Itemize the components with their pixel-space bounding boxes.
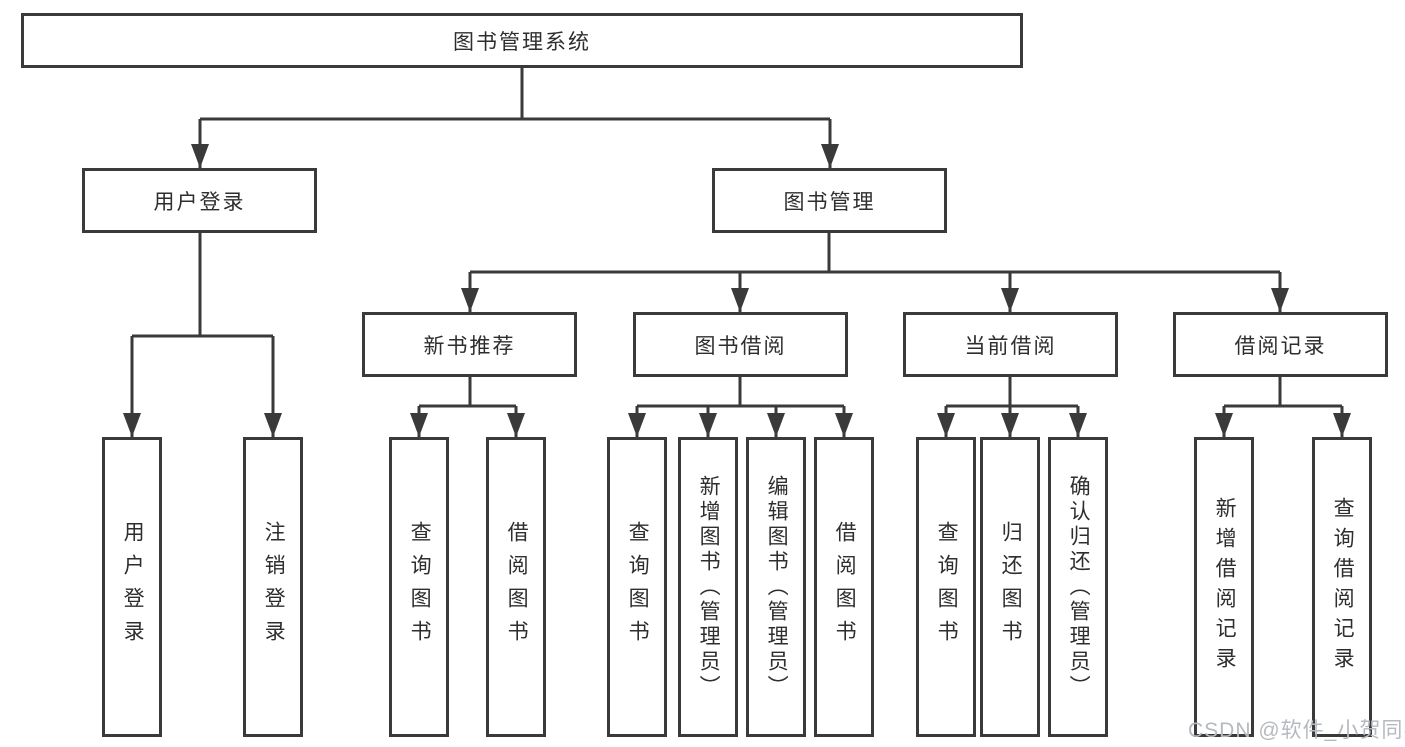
leaf-query-books-borrowing: 查询图书 — [607, 437, 667, 737]
leaf-return-book: 归还图书 — [980, 437, 1040, 737]
leaf-user-login-label: 用户登录 — [121, 521, 145, 653]
leaf-borrow-books-label: 借阅图书 — [833, 521, 857, 653]
node-library-system: 图书管理系统 — [21, 13, 1023, 68]
leaf-query-borrow-record-label: 查询借阅记录 — [1331, 497, 1355, 677]
leaf-logout: 注销登录 — [243, 437, 303, 737]
spine-mgmt — [470, 233, 1280, 274]
leaf-add-borrow-record: 新增借阅记录 — [1194, 437, 1254, 737]
leaf-query-books-recommend: 查询图书 — [389, 437, 449, 737]
node-current-borrowing: 当前借阅 — [903, 312, 1118, 377]
node-library-system-label: 图书管理系统 — [453, 30, 591, 54]
node-borrow-records-label: 借阅记录 — [1234, 334, 1327, 358]
leaf-add-book-admin: 新增图书（管理员） — [678, 437, 738, 737]
leaf-edit-book-admin-label: 编辑图书（管理员） — [765, 474, 789, 700]
leaf-query-books-recommend-label: 查询图书 — [408, 521, 432, 653]
leaf-user-login: 用户登录 — [102, 437, 162, 737]
leaf-return-book-label: 归还图书 — [999, 521, 1023, 653]
node-book-borrowing-label: 图书借阅 — [694, 334, 787, 358]
node-new-book-recommend: 新书推荐 — [362, 312, 577, 377]
leaf-query-books-borrowing-label: 查询图书 — [626, 521, 650, 653]
leaf-query-books-current: 查询图书 — [916, 437, 976, 737]
leaf-borrow-books: 借阅图书 — [814, 437, 874, 737]
node-user-login: 用户登录 — [82, 168, 317, 233]
node-borrow-records: 借阅记录 — [1173, 312, 1388, 377]
spine-current — [946, 377, 1078, 408]
spine-root — [200, 68, 830, 121]
leaf-confirm-return-admin-label: 确认归还（管理员） — [1067, 474, 1091, 700]
node-new-book-recommend-label: 新书推荐 — [423, 334, 516, 358]
leaf-logout-label: 注销登录 — [262, 521, 286, 653]
spine-login — [132, 233, 273, 338]
leaf-borrow-books-recommend: 借阅图书 — [486, 437, 546, 737]
spine-borrow — [637, 377, 844, 408]
leaf-confirm-return-admin: 确认归还（管理员） — [1048, 437, 1108, 737]
node-book-management-label: 图书管理 — [783, 190, 876, 214]
node-user-login-label: 用户登录 — [153, 190, 246, 214]
leaf-query-books-current-label: 查询图书 — [935, 521, 959, 653]
leaf-add-book-admin-label: 新增图书（管理员） — [697, 474, 721, 700]
node-book-borrowing: 图书借阅 — [633, 312, 848, 377]
leaf-add-borrow-record-label: 新增借阅记录 — [1213, 497, 1237, 677]
leaf-edit-book-admin: 编辑图书（管理员） — [746, 437, 806, 737]
node-current-borrowing-label: 当前借阅 — [964, 334, 1057, 358]
spine-newbook — [419, 377, 516, 408]
spine-records — [1224, 377, 1342, 408]
leaf-query-borrow-record: 查询借阅记录 — [1312, 437, 1372, 737]
node-book-management: 图书管理 — [712, 168, 947, 233]
leaf-borrow-books-recommend-label: 借阅图书 — [505, 521, 529, 653]
